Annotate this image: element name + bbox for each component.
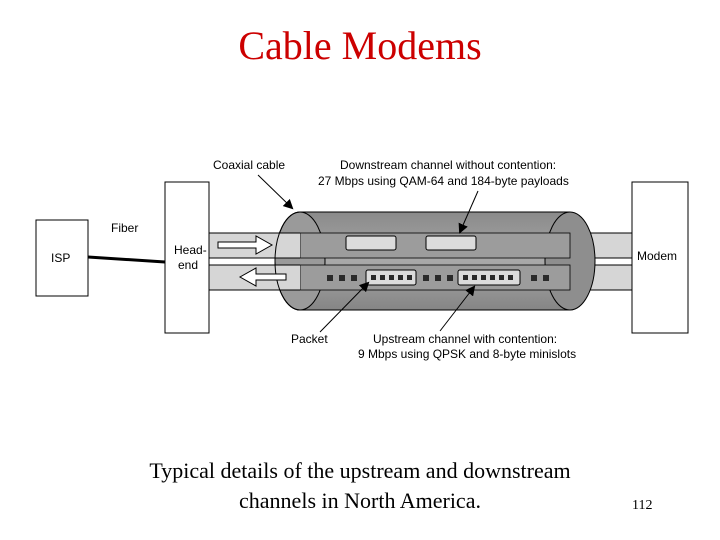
headend-box	[164, 181, 210, 334]
upstream-pointer	[439, 285, 476, 332]
downstream-label-line1: Downstream channel without contention:	[340, 158, 556, 172]
downstream-pointer	[458, 190, 479, 234]
coax-cylinder-body	[300, 212, 570, 310]
upstream-label-line1: Upstream channel with contention:	[373, 332, 557, 346]
headend-label-line1: Head-	[174, 243, 207, 257]
downstream-label-line2: 27 Mbps using QAM-64 and 184-byte payloa…	[318, 174, 569, 188]
fiber-line	[87, 255, 166, 264]
upstream-label-line2: 9 Mbps using QPSK and 8-byte minislots	[358, 347, 576, 361]
page-number: 112	[632, 498, 653, 513]
fiber-label: Fiber	[111, 221, 138, 235]
upstream-arrow-icon	[238, 267, 287, 287]
downstream-packet-2	[425, 235, 477, 251]
isp-label: ISP	[51, 251, 70, 265]
coax-label: Coaxial cable	[213, 158, 285, 172]
slide-caption: Typical details of the upstream and down…	[120, 456, 600, 516]
coax-cylinder-end-right	[544, 211, 596, 311]
modem-label: Modem	[637, 249, 677, 263]
upstream-packet-1	[365, 269, 417, 286]
downstream-packet-1	[345, 235, 397, 251]
caption-line-1: Typical details of the upstream and down…	[149, 458, 571, 483]
headend-label-line2: end	[178, 258, 198, 272]
modem-box	[631, 181, 689, 334]
isp-box	[35, 219, 89, 297]
coax-pointer	[257, 174, 294, 210]
downstream-arrow-icon	[217, 235, 274, 255]
slide-title: Cable Modems	[238, 23, 482, 68]
caption-line-2: channels in North America.	[239, 488, 481, 513]
packet-pointer	[319, 281, 370, 333]
packet-label: Packet	[291, 332, 328, 346]
upstream-packet-2	[457, 269, 521, 286]
upstream-minislots	[327, 275, 549, 281]
